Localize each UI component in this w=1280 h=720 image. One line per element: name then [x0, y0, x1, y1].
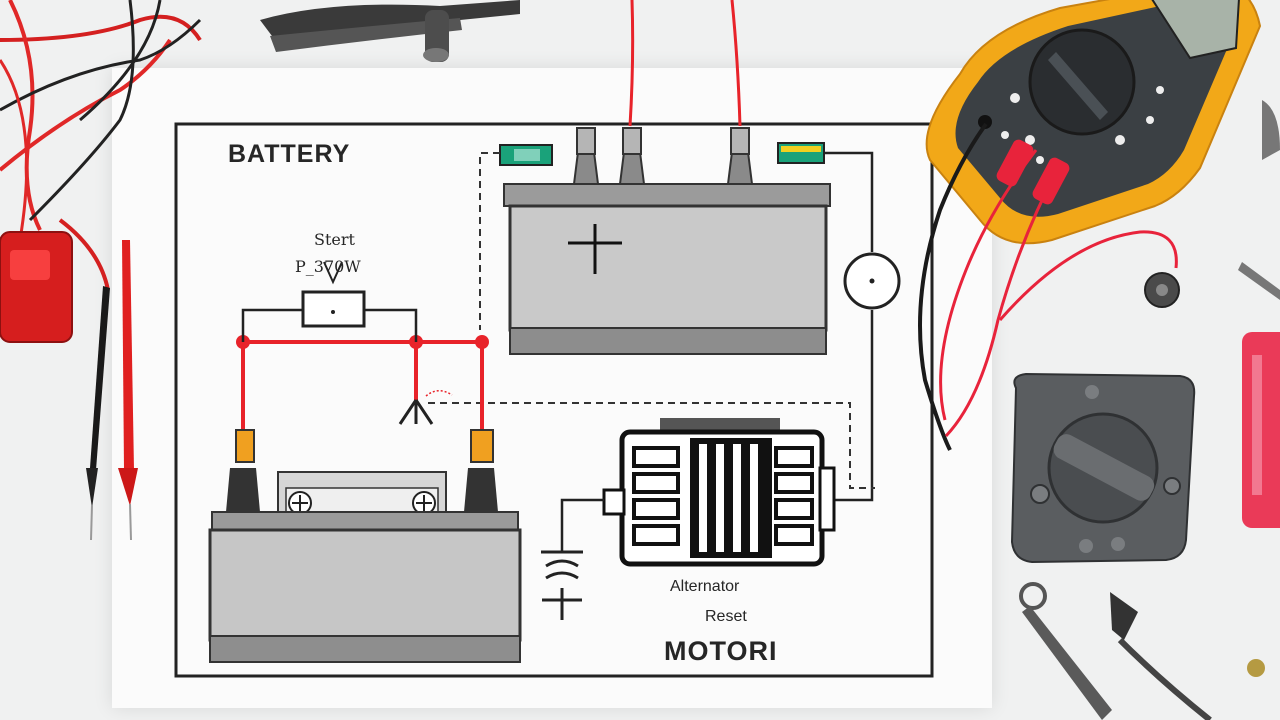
alternator-label: Alternator	[670, 578, 740, 595]
reset-label: Reset	[705, 608, 747, 625]
start-switch	[241, 261, 418, 342]
switch-spec: P_370W	[295, 257, 361, 276]
wire-strippers	[1019, 582, 1265, 720]
black-probe	[86, 286, 110, 541]
ground-symbol	[541, 498, 604, 620]
switch-label: Stert	[314, 230, 355, 249]
diagram-title: BATTERY	[228, 140, 351, 168]
left-wires	[0, 0, 202, 291]
rotary-switch	[1010, 372, 1196, 564]
battery-post-right	[726, 127, 754, 185]
motor-label: MOTORI	[664, 636, 778, 666]
fuse-yellow	[777, 142, 825, 164]
top-battery	[503, 127, 831, 355]
red-probe	[118, 240, 138, 541]
alternator	[602, 418, 836, 567]
multimeter	[925, 0, 1262, 245]
junction-symbol	[398, 390, 453, 425]
bottom-battery	[208, 429, 522, 663]
top-tool	[260, 0, 520, 62]
red-connector	[0, 231, 73, 343]
red-circuit	[236, 335, 489, 430]
battery-post-middle	[618, 127, 646, 185]
battery-post-left	[572, 127, 600, 185]
fuse-green	[499, 144, 553, 166]
